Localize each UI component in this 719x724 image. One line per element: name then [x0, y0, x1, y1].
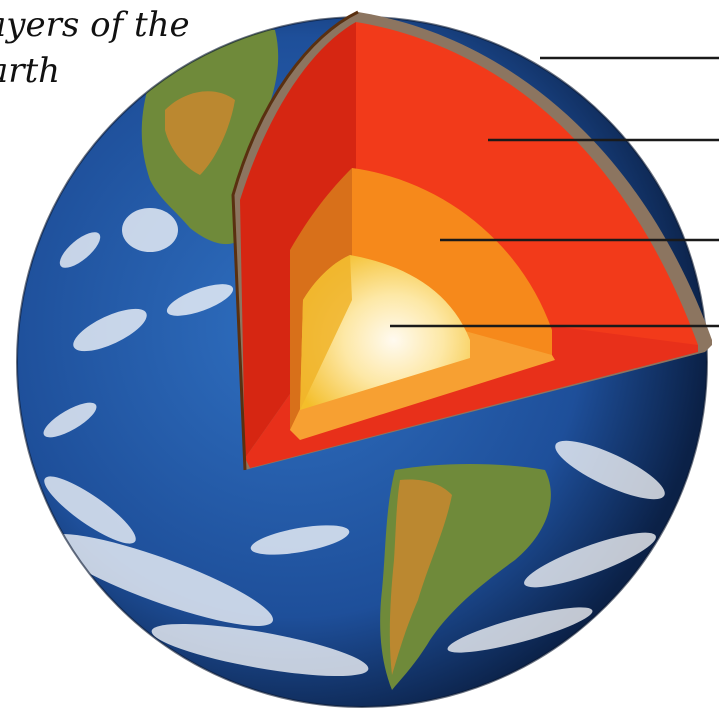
- cloud-cover: [43, 208, 665, 677]
- north-america-desert: [165, 91, 235, 175]
- inner-core-side-face: [300, 255, 352, 410]
- cutaway-edge: [231, 10, 359, 471]
- title-line-2: arth: [0, 51, 61, 91]
- leader-lines: [390, 56, 719, 328]
- south-america-desert: [389, 479, 452, 675]
- title-line-1: ayers of the: [0, 5, 190, 45]
